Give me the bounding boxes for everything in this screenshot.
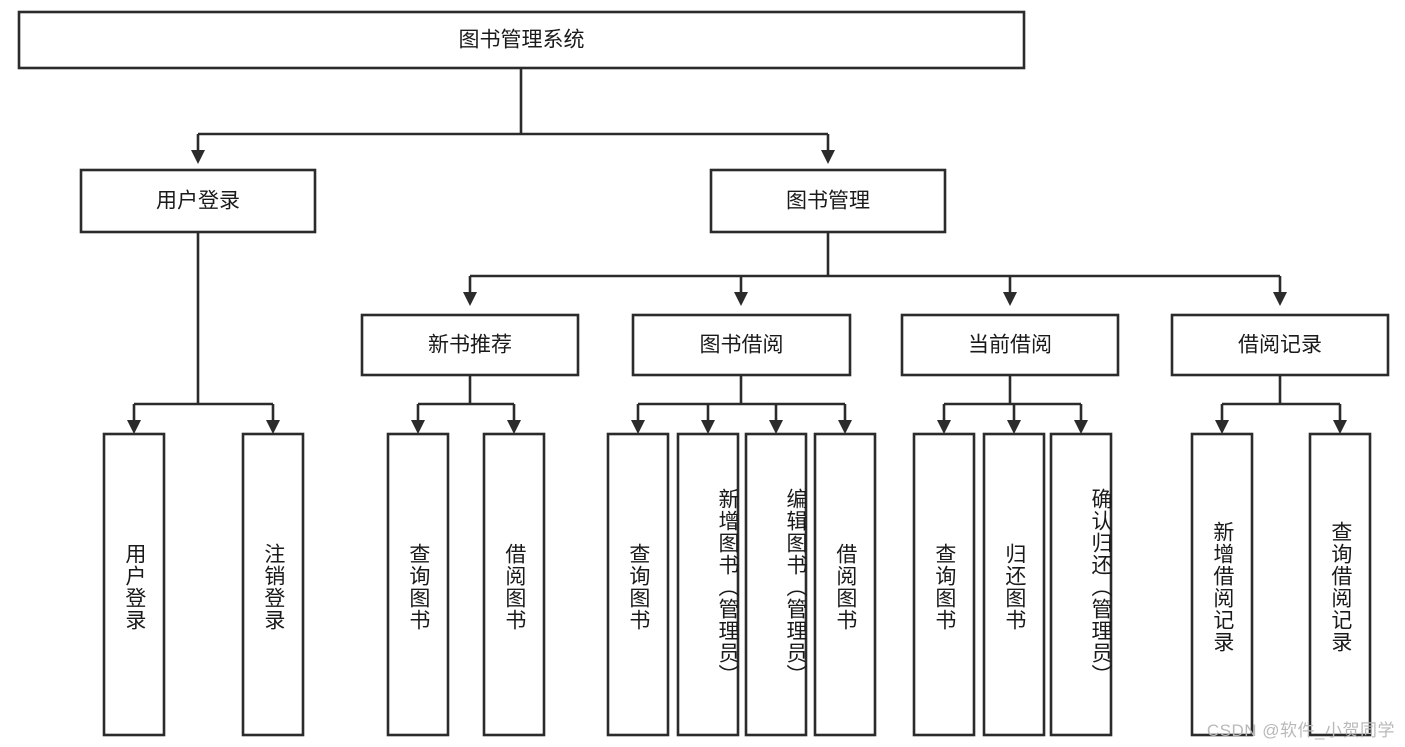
node-level3-2-label: 当前借阅 (968, 334, 1052, 357)
node-level2-1-label: 图书管理 (786, 190, 870, 213)
node-leaf-1[interactable] (241, 432, 305, 737)
connector-bookmgmt-to-level3 (463, 232, 1287, 306)
node-root[interactable]: 图书管理系统 (17, 10, 1026, 70)
node-level3-3-label: 借阅记录 (1238, 334, 1322, 357)
node-leaf-0[interactable] (102, 432, 166, 737)
node-leaf-8[interactable] (912, 432, 976, 737)
connector-root-to-level2 (191, 68, 835, 164)
node-leaf-7[interactable] (813, 432, 877, 737)
node-level2-1[interactable]: 图书管理 (709, 168, 947, 234)
connector-record-to-leaves (1215, 375, 1347, 434)
node-leaf-10[interactable] (1049, 432, 1113, 737)
node-level2-0[interactable]: 用户登录 (79, 168, 317, 234)
node-leaf-9[interactable] (982, 432, 1046, 737)
node-leaf-5[interactable] (676, 432, 740, 737)
node-level3-1-label: 图书借阅 (700, 334, 784, 357)
node-level3-0[interactable]: 新书推荐 (360, 313, 580, 377)
connector-booklogin-to-leaves (127, 232, 280, 434)
node-level3-1[interactable]: 图书借阅 (631, 313, 852, 377)
node-level3-0-label: 新书推荐 (428, 334, 512, 357)
node-leaf-2[interactable] (386, 432, 450, 737)
node-leaf-3[interactable] (482, 432, 546, 737)
node-level3-2[interactable]: 当前借阅 (900, 313, 1120, 377)
connector-borrow-to-leaves (631, 375, 852, 434)
node-leaf-6[interactable] (744, 432, 808, 737)
connector-current-to-leaves (937, 375, 1088, 434)
node-leaf-12[interactable] (1308, 432, 1372, 737)
node-leaf-11[interactable] (1190, 432, 1254, 737)
node-level2-0-label: 用户登录 (156, 190, 240, 213)
watermark-text: CSDN @软件_小贺同学 (1206, 721, 1395, 740)
node-root-label: 图书管理系统 (459, 29, 585, 52)
node-leaf-4[interactable] (606, 432, 670, 737)
connector-newbook-to-leaves (411, 375, 521, 434)
node-level3-3[interactable]: 借阅记录 (1170, 313, 1390, 377)
